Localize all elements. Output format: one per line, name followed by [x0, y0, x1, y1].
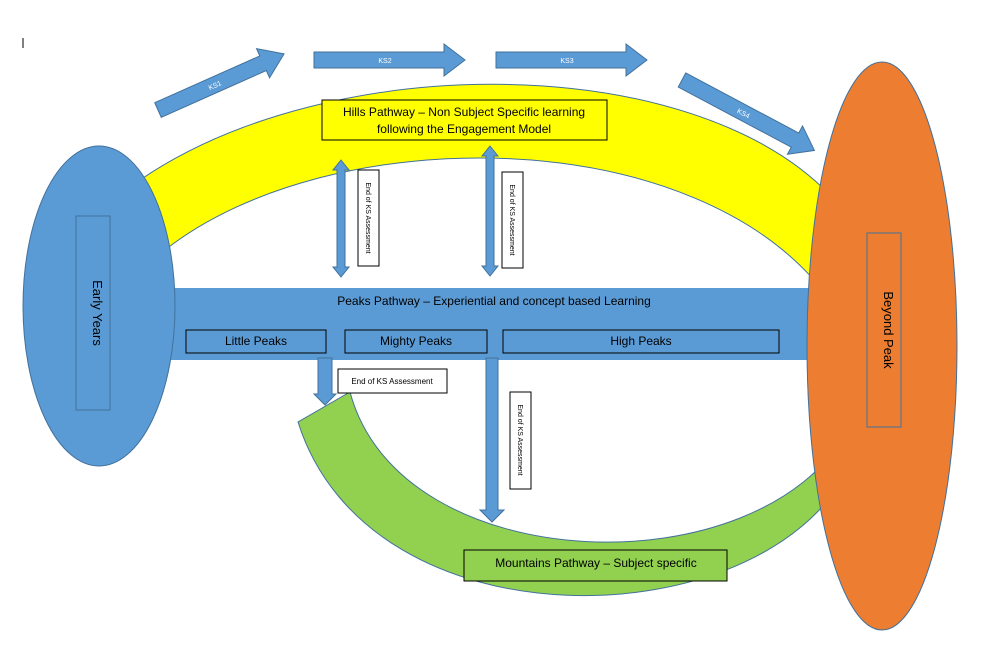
- ks3-arrow: KS3: [495, 42, 648, 78]
- ks2-arrow: KS2: [313, 42, 466, 78]
- mighty-peaks-box: [344, 329, 488, 354]
- ks2-label: KS2: [378, 58, 391, 65]
- assessment-label-hills-right: End of KS Assessment: [508, 184, 515, 255]
- beyond-peak-ellipse: [806, 61, 958, 631]
- mountains-pathway-label: Mountains Pathway – Subject specific: [495, 556, 696, 570]
- assessment-box-hills-left: [357, 169, 380, 267]
- assessment-box-hills-right: [501, 171, 524, 269]
- ks1-arrow: KS1: [154, 47, 285, 118]
- beyond-peak-label: Beyond Peak: [881, 291, 896, 369]
- peaks-pathway-label: Peaks Pathway – Experiential and concept…: [337, 294, 651, 308]
- peaks-mountains-down-arrow-left: [312, 357, 338, 406]
- high-peaks-label: High Peaks: [610, 334, 671, 348]
- mighty-peaks-label: Mighty Peaks: [380, 334, 452, 348]
- assessment-label-mountains-left: End of KS Assessment: [351, 377, 433, 386]
- ks3-label: KS3: [560, 58, 573, 65]
- beyond-peak-label-box: [866, 232, 902, 428]
- hills-pathway-label-box: [321, 99, 608, 141]
- assessment-label-mountains-right: End of KS Assessment: [516, 404, 523, 475]
- early-years-label-box: [75, 215, 111, 411]
- ks4-arrow: KS4: [677, 72, 816, 155]
- high-peaks-box: [502, 329, 780, 354]
- hills-pathway-label-line2: following the Engagement Model: [377, 122, 551, 136]
- early-years-ellipse: [22, 145, 176, 467]
- mountains-pathway-label-box: [463, 549, 728, 582]
- hills-peaks-double-arrow-left: [331, 159, 351, 278]
- assessment-label-hills-left: End of KS Assessment: [364, 182, 371, 253]
- little-peaks-label: Little Peaks: [225, 334, 287, 348]
- early-years-label: Early Years: [90, 280, 105, 346]
- little-peaks-box: [185, 329, 327, 354]
- peaks-mountains-down-arrow-right: [478, 357, 506, 523]
- ks1-label: KS1: [208, 80, 223, 92]
- hills-peaks-double-arrow-right: [480, 145, 500, 277]
- hills-pathway-label-line1: Hills Pathway – Non Subject Specific lea…: [343, 105, 585, 119]
- assessment-box-mountains-left: [337, 368, 448, 394]
- assessment-box-mountains-right: [509, 391, 532, 490]
